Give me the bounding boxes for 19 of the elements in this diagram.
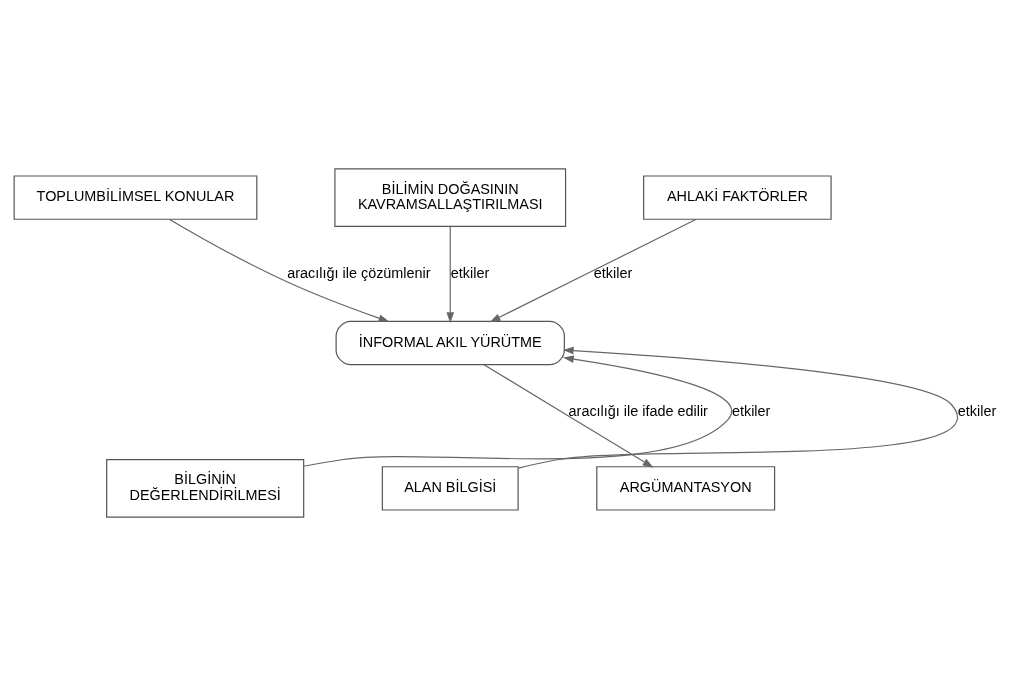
edge-label: etkiler [957, 402, 997, 419]
node-box: TOPLUMBİLİMSEL KONULAR [13, 175, 258, 220]
node-box: ALAN BİLGİSİ [381, 466, 519, 511]
node-box: ARGÜMANTASYON [596, 466, 776, 511]
arrow [169, 218, 390, 322]
arrow [446, 226, 455, 324]
arrow [303, 355, 733, 467]
arrow [517, 346, 958, 469]
node-box: İNFORMAL AKIL YÜRÜTME [335, 320, 565, 366]
node-box: AHLAKİ FAKTÖRLER [643, 175, 832, 220]
edge-label: etkiler [593, 264, 633, 281]
node-box: BİLİMİN DOĞASININ KAVRAMSALLAŞTIRILMASI [334, 168, 567, 228]
edge-label: etkiler [450, 264, 490, 281]
edge-label: etkiler [731, 402, 771, 419]
arrow [483, 364, 654, 468]
edge-label: aracılığı ile ifade edilir [568, 402, 708, 419]
node-box: BİLGİNİN DEĞERLENDİRİLMESİ [106, 458, 305, 518]
edge-label: aracılığı ile çözümlenir [287, 264, 431, 281]
arrow [489, 218, 697, 323]
